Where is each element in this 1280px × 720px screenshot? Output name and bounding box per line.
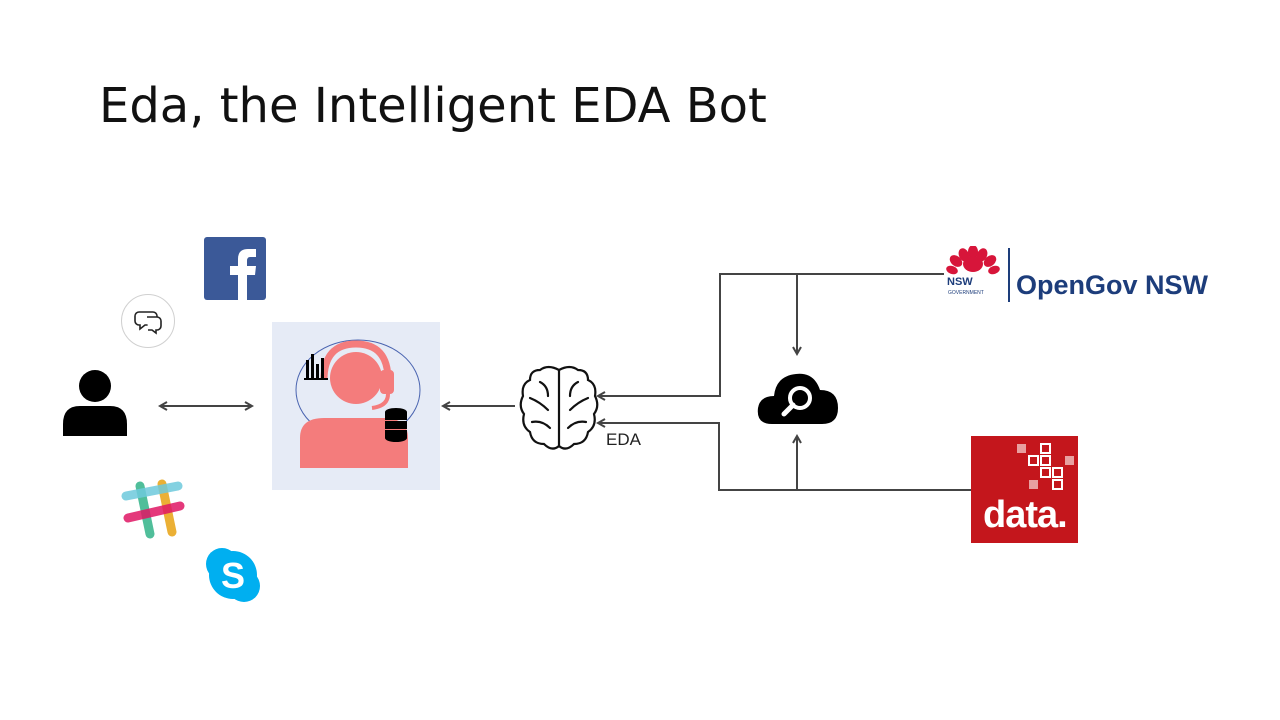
arrow-data-brain [598,423,971,491]
arrow-opengov-brain [598,273,944,396]
data-grid-squares [1017,443,1074,490]
slack-logo [121,479,185,539]
opengov-nsw-logo: NSW GOVERNMENT OpenGov NSW [946,246,1236,306]
government-wordmark: GOVERNMENT [948,290,984,296]
data-gov-logo: data. [971,436,1078,543]
support-agent-icon [272,322,440,490]
data-wordmark: data. [983,494,1068,536]
eda-label: EDA [606,430,641,449]
person-icon [63,370,127,436]
slide-title: Eda, the Intelligent EDA Bot [99,78,767,134]
opengov-wordmark: OpenGov NSW [1016,270,1209,300]
cloud-search-icon [757,373,838,424]
facebook-logo [204,237,266,300]
brain-icon [519,365,599,450]
svg-text:S: S [221,555,245,596]
waratah-icon [946,246,1000,275]
nsw-wordmark: NSW [947,276,973,288]
chat-bubbles-icon [121,294,175,348]
logo-divider [1008,248,1010,302]
skype-logo: S [206,548,260,602]
